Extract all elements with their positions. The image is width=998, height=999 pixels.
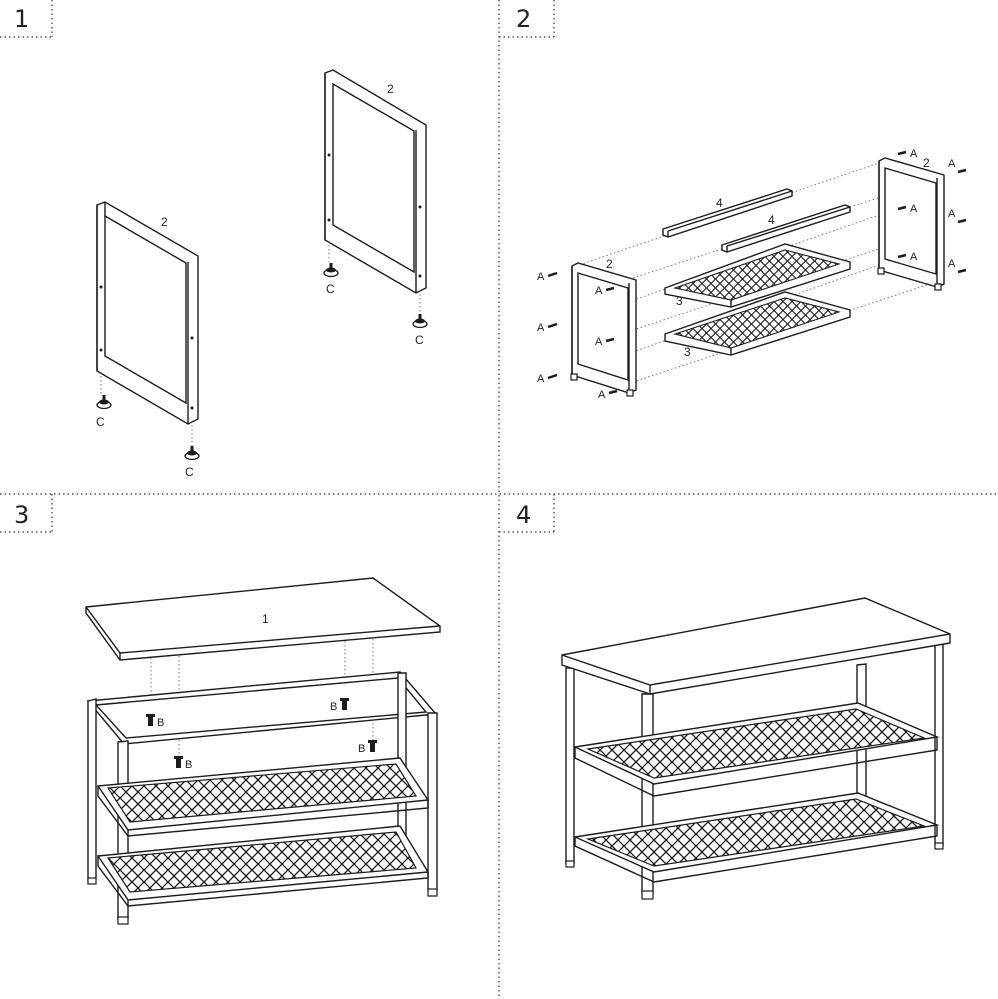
screw-icon: A <box>598 389 618 401</box>
step1-left-side-frame: 2 <box>96 201 199 425</box>
step-number-1: 1 <box>14 5 29 33</box>
step1-foot-label-2: C <box>185 465 194 479</box>
screw-icon: A <box>537 271 558 283</box>
step3-frame-assembly <box>86 671 438 925</box>
leveling-foot-icon <box>412 314 428 329</box>
step2-crossbar-top: 4 <box>662 188 793 238</box>
step-badge-1: 1 <box>0 0 53 38</box>
step-badge-4: 4 <box>499 494 555 533</box>
step1-foot-label-4: C <box>415 333 424 347</box>
step-badge-2: 2 <box>499 0 555 38</box>
step3-top-board-label: 1 <box>262 612 269 626</box>
step2-bar-label-top: 4 <box>716 196 723 210</box>
step2-bar-label-mid: 4 <box>768 213 775 227</box>
screw-icon: A <box>897 203 918 215</box>
screw-icon: A <box>948 258 967 274</box>
svg-text:B: B <box>330 701 337 713</box>
svg-text:A: A <box>537 373 545 385</box>
step2-shelf-label-bottom: 3 <box>684 345 691 359</box>
svg-text:B: B <box>358 743 365 755</box>
step-number-2: 2 <box>516 5 531 33</box>
step2-screws: A A A A A A A A A A A A <box>537 148 967 401</box>
bolt-icon: B <box>174 756 192 771</box>
svg-text:A: A <box>595 336 603 348</box>
leveling-foot-icon <box>323 263 339 278</box>
svg-text:A: A <box>910 148 918 160</box>
step4-finished-bench <box>561 597 951 900</box>
step1-left-feet: C C <box>96 372 200 479</box>
step2-mesh-shelf-bottom: 3 <box>664 291 851 359</box>
screw-icon: A <box>897 148 918 160</box>
svg-text:A: A <box>537 322 545 334</box>
bolt-icon: B <box>358 740 377 755</box>
svg-text:A: A <box>948 158 956 170</box>
svg-text:B: B <box>157 717 164 729</box>
step1-foot-label-3: C <box>326 282 335 296</box>
svg-text:B: B <box>185 759 192 771</box>
screw-icon: A <box>537 373 558 385</box>
step2-mesh-shelf-top: 3 <box>664 243 851 308</box>
screw-icon: A <box>537 322 558 334</box>
step1-right-feet: C C <box>323 241 428 347</box>
bolt-icon: B <box>330 698 349 713</box>
step2-left-side-frame: 2 <box>570 257 637 397</box>
step2-crossbar-mid: 4 <box>721 204 851 253</box>
screw-icon: A <box>595 285 615 297</box>
leveling-foot-icon <box>96 395 112 410</box>
step1-frame-label-right: 2 <box>387 82 394 96</box>
leveling-foot-icon <box>184 446 200 461</box>
step1-right-side-frame: 2 <box>324 69 427 294</box>
step1-frame-label-left: 2 <box>161 215 168 229</box>
svg-text:A: A <box>910 203 918 215</box>
screw-icon: A <box>595 336 615 348</box>
screw-icon: A <box>948 208 967 224</box>
svg-text:A: A <box>948 208 956 220</box>
screw-icon: A <box>897 251 918 263</box>
svg-text:A: A <box>537 271 545 283</box>
step-number-4: 4 <box>516 501 531 529</box>
svg-text:A: A <box>598 389 606 401</box>
step2-left-frame-label: 2 <box>606 257 613 271</box>
step1-foot-label-1: C <box>96 415 105 429</box>
step2-right-side-frame: 2 <box>877 156 945 291</box>
svg-text:A: A <box>910 251 918 263</box>
bolt-icon: B <box>146 714 164 729</box>
step2-guide-lines <box>575 161 943 383</box>
svg-text:A: A <box>948 258 956 270</box>
svg-text:A: A <box>595 285 603 297</box>
step2-right-frame-label: 2 <box>923 156 930 170</box>
step2-shelf-label-top: 3 <box>676 294 683 308</box>
step3-bolts: B B B B <box>146 698 377 771</box>
step3-top-board: 1 <box>85 577 441 661</box>
step-number-3: 3 <box>14 501 29 529</box>
step-badge-3: 3 <box>0 494 53 533</box>
screw-icon: A <box>948 158 967 174</box>
